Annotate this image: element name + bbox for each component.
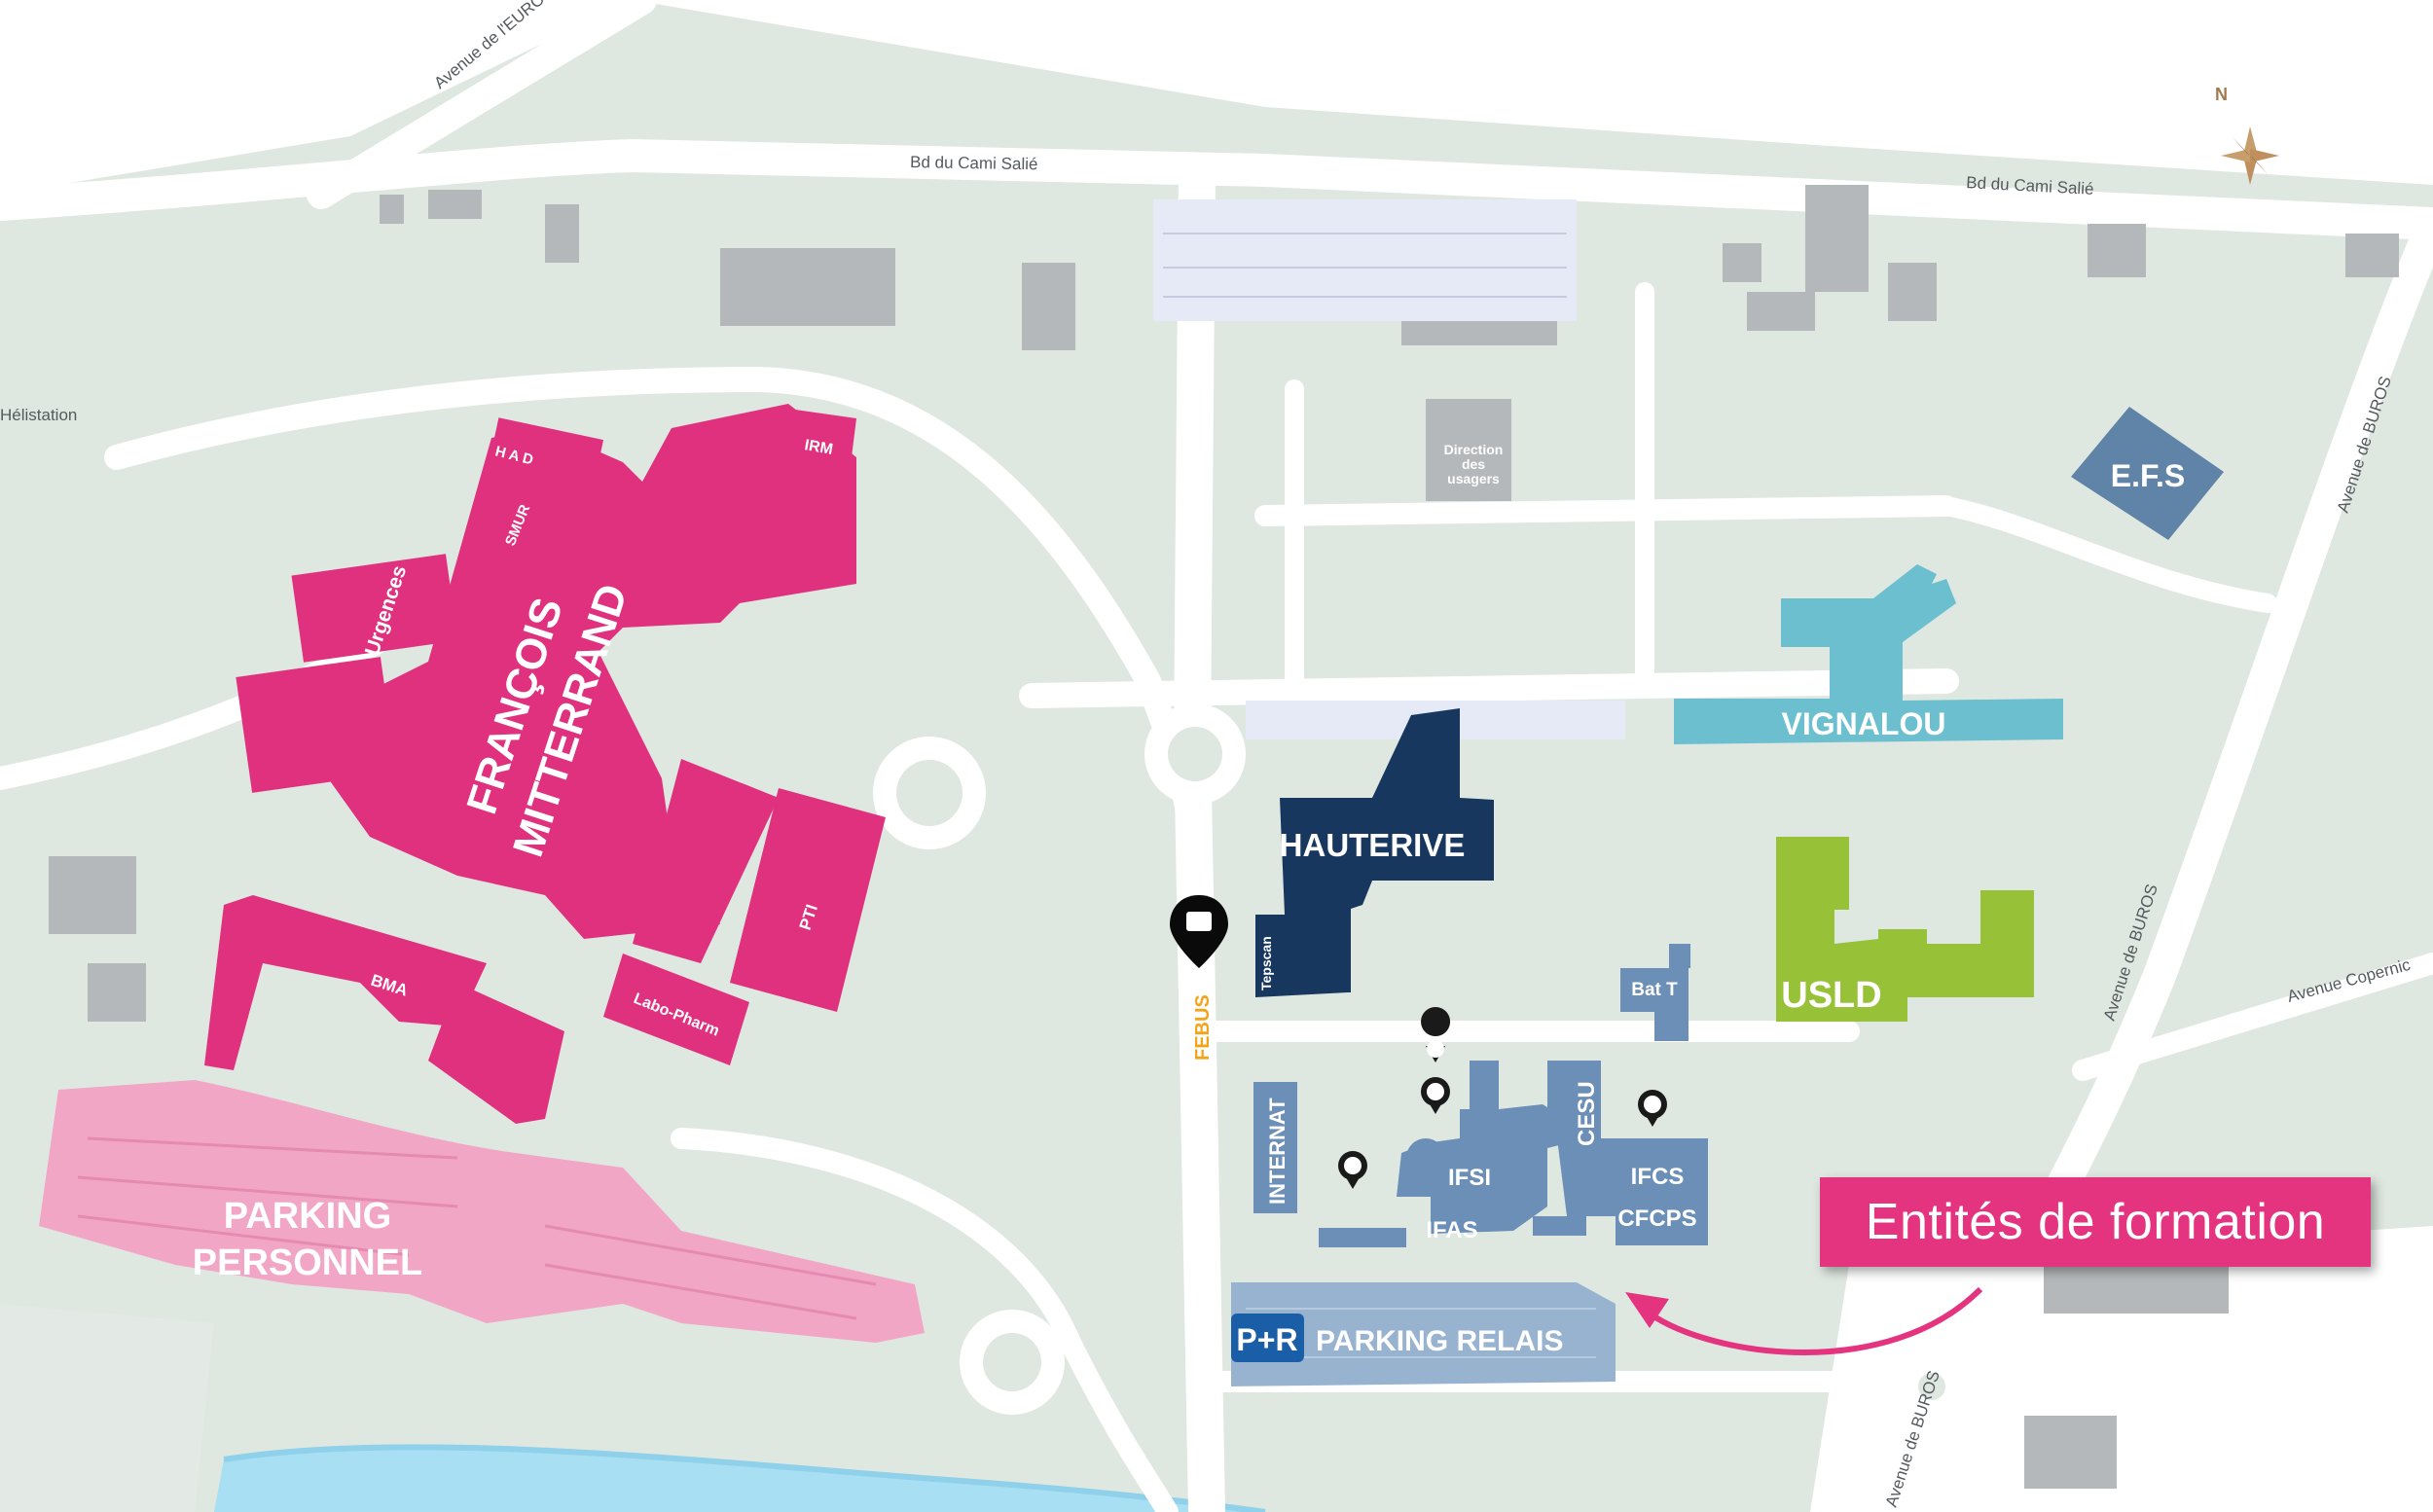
- efs-building: [2071, 407, 2224, 540]
- bus-brand-label: FEBUS: [1192, 994, 1214, 1061]
- compass-rose-icon: [2221, 126, 2279, 185]
- parking-personnel-labels: PARKING PERSONNEL: [193, 1196, 422, 1283]
- usld-label: USLD: [1781, 975, 1881, 1016]
- ifas-label: IFAS: [1426, 1217, 1477, 1243]
- cesu-label: CESU: [1574, 1081, 1600, 1146]
- formation-callout-label: Entités de formation: [1865, 1194, 2326, 1250]
- direction-usagers-line2: des: [1462, 456, 1485, 472]
- hauterive-label: HAUTERIVE: [1280, 827, 1466, 863]
- cfcps-label: CFCPS: [1617, 1206, 1696, 1232]
- ifsi-label: IFSI: [1448, 1165, 1491, 1191]
- efs-label: E.F.S: [2111, 458, 2185, 493]
- bus-stop-icon: [1170, 895, 1228, 968]
- unit-irm: IRM: [803, 437, 834, 458]
- accessibility-icon: [1338, 1007, 1667, 1189]
- tepscan-label: Tepscan: [1258, 936, 1274, 990]
- vignalou-building: [1674, 564, 2063, 744]
- usld-building: [1776, 837, 2034, 1022]
- ifcs-label: IFCS: [1631, 1164, 1685, 1190]
- training-buildings: [1253, 1061, 1708, 1247]
- parking-personnel-area: [39, 1080, 925, 1343]
- parking-relais-label: PARKING RELAIS: [1316, 1325, 1563, 1357]
- direction-usagers-line1: Direction: [1444, 442, 1504, 457]
- bat-t-building: [1620, 944, 1690, 1041]
- curved-arrow-icon: [1625, 1286, 1983, 1355]
- roundabouts: [873, 703, 1965, 1420]
- internat-label: INTERNAT: [1265, 1098, 1289, 1205]
- parking-relais-area: [1231, 1282, 1616, 1386]
- vignalou-label: VIGNALOU: [1782, 706, 1946, 741]
- bat-t-label: Bat T: [1631, 980, 1678, 1000]
- francois-mitterrand-building: [204, 404, 886, 1124]
- direction-usagers-line3: usagers: [1447, 471, 1500, 486]
- hauterive-building: [1255, 708, 1494, 997]
- helistation-label: Hélistation: [0, 406, 77, 424]
- building-labels: HAUTERIVE Tepscan VIGNALOU E.F.S USLD Ba…: [1258, 458, 2185, 1016]
- compass-north-letter: N: [2215, 85, 2228, 104]
- river: [214, 1447, 1265, 1512]
- direction-usagers-label: Direction des usagers: [1444, 442, 1504, 486]
- parking-personnel-line1: PARKING: [224, 1196, 391, 1237]
- street-bd-cami-sale-left: Bd du Cami Salié: [910, 153, 1038, 173]
- training-labels: INTERNAT CESU IFSI IFAS IFCS CFCPS: [1265, 1081, 1697, 1243]
- parking-personnel-line2: PERSONNEL: [193, 1242, 422, 1283]
- parking-relais-badge-text: P+R: [1236, 1322, 1297, 1357]
- parking-lots: [1153, 199, 1625, 739]
- formation-callout: Entités de formation: [1820, 1177, 2371, 1267]
- parking-relais-badge: P+R: [1231, 1314, 1304, 1362]
